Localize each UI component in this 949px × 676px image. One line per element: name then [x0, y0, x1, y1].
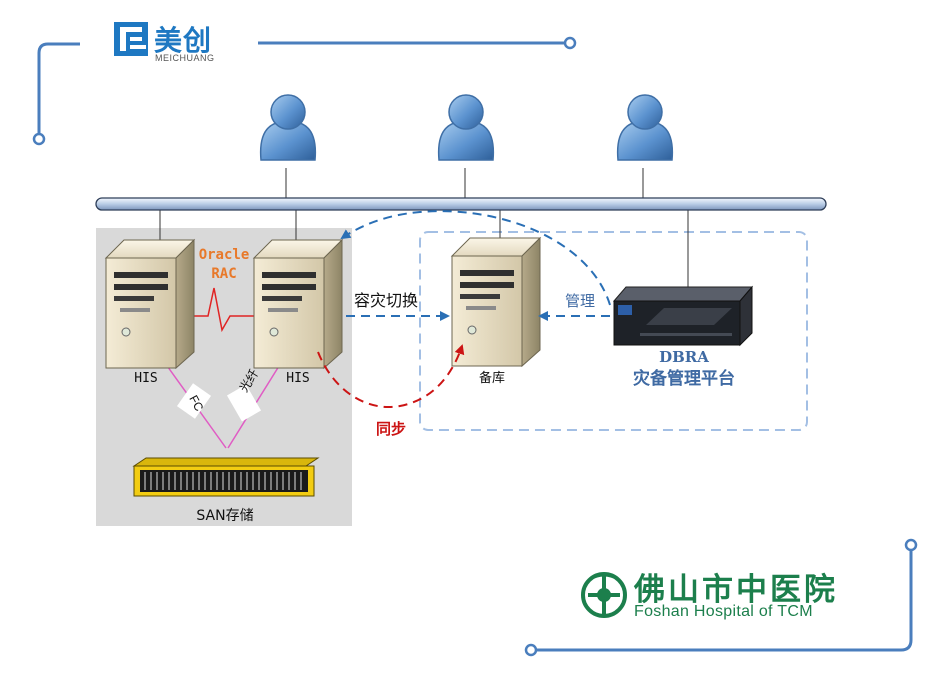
bottom-right-frame-line — [524, 538, 918, 657]
his-server-2-label: HIS — [286, 371, 309, 386]
his-server-1-icon — [105, 239, 195, 369]
dbra-name: DBRA — [659, 348, 709, 366]
meichuang-logo-icon — [114, 22, 148, 56]
brand-name-en: MEICHUANG — [155, 53, 215, 63]
top-right-frame-line — [258, 36, 577, 50]
hospital-name-cn: 佛山市中医院 — [634, 572, 838, 608]
fc-link-label: FC — [186, 393, 206, 414]
his-server-1-label: HIS — [134, 371, 157, 386]
rac-label-line1: Oracle — [199, 247, 250, 263]
hospital-emblem-icon — [581, 572, 627, 618]
his-server-2-icon — [253, 239, 343, 369]
meichuang-logo: 美创 MEICHUANG — [112, 18, 252, 64]
brand-name-cn: 美创 — [154, 24, 213, 57]
sync-arrow — [317, 344, 465, 408]
top-left-frame-line — [32, 42, 80, 146]
dr-zone — [419, 231, 808, 431]
dbra-subtitle: 灾备管理平台 — [633, 368, 735, 389]
sync-label: 同步 — [376, 420, 406, 438]
user-icon — [616, 94, 674, 161]
failover-label: 容灾切换 — [354, 291, 418, 310]
network-bus — [95, 197, 827, 211]
backup-server-label: 备库 — [479, 370, 505, 386]
hospital-logo: 佛山市中医院 Foshan Hospital of TCM — [582, 566, 858, 626]
storage-label: SAN存储 — [196, 508, 253, 524]
hospital-name-en: Foshan Hospital of TCM — [634, 603, 813, 620]
san-storage-icon — [132, 457, 320, 497]
rac-heartbeat-line — [190, 287, 260, 333]
user-icon — [259, 94, 317, 161]
backup-server-icon — [451, 237, 541, 367]
user-icon — [437, 94, 495, 161]
manage-label: 管理 — [565, 292, 595, 310]
rac-label-line2: RAC — [211, 266, 236, 282]
dbra-appliance-icon — [612, 285, 754, 347]
switchback-arrow — [340, 210, 611, 306]
